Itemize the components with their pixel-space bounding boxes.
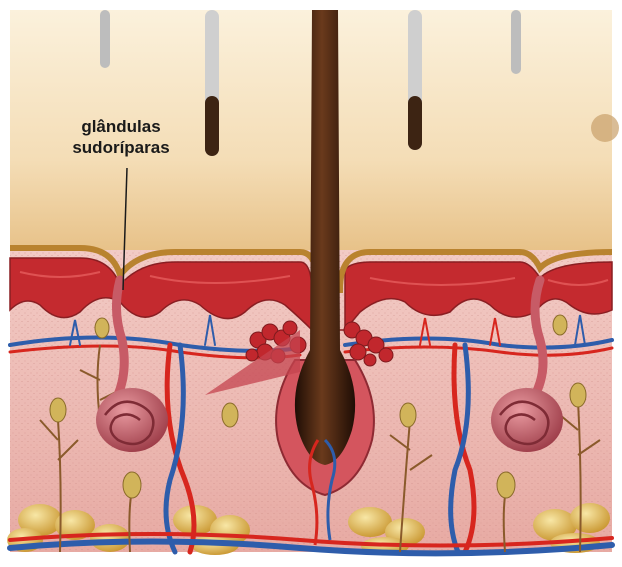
hair-strand-dark	[205, 96, 219, 156]
hair-strand-grey	[511, 10, 521, 74]
sweat-glands-label-line2: sudoríparas	[56, 137, 186, 158]
hair-strand-blur	[591, 114, 619, 142]
sweat-glands-label: glândulas sudoríparas	[56, 116, 186, 158]
hair-strand-grey	[100, 10, 110, 68]
hair-strand-dark	[408, 96, 422, 150]
sweat-glands-label-line1: glândulas	[56, 116, 186, 137]
